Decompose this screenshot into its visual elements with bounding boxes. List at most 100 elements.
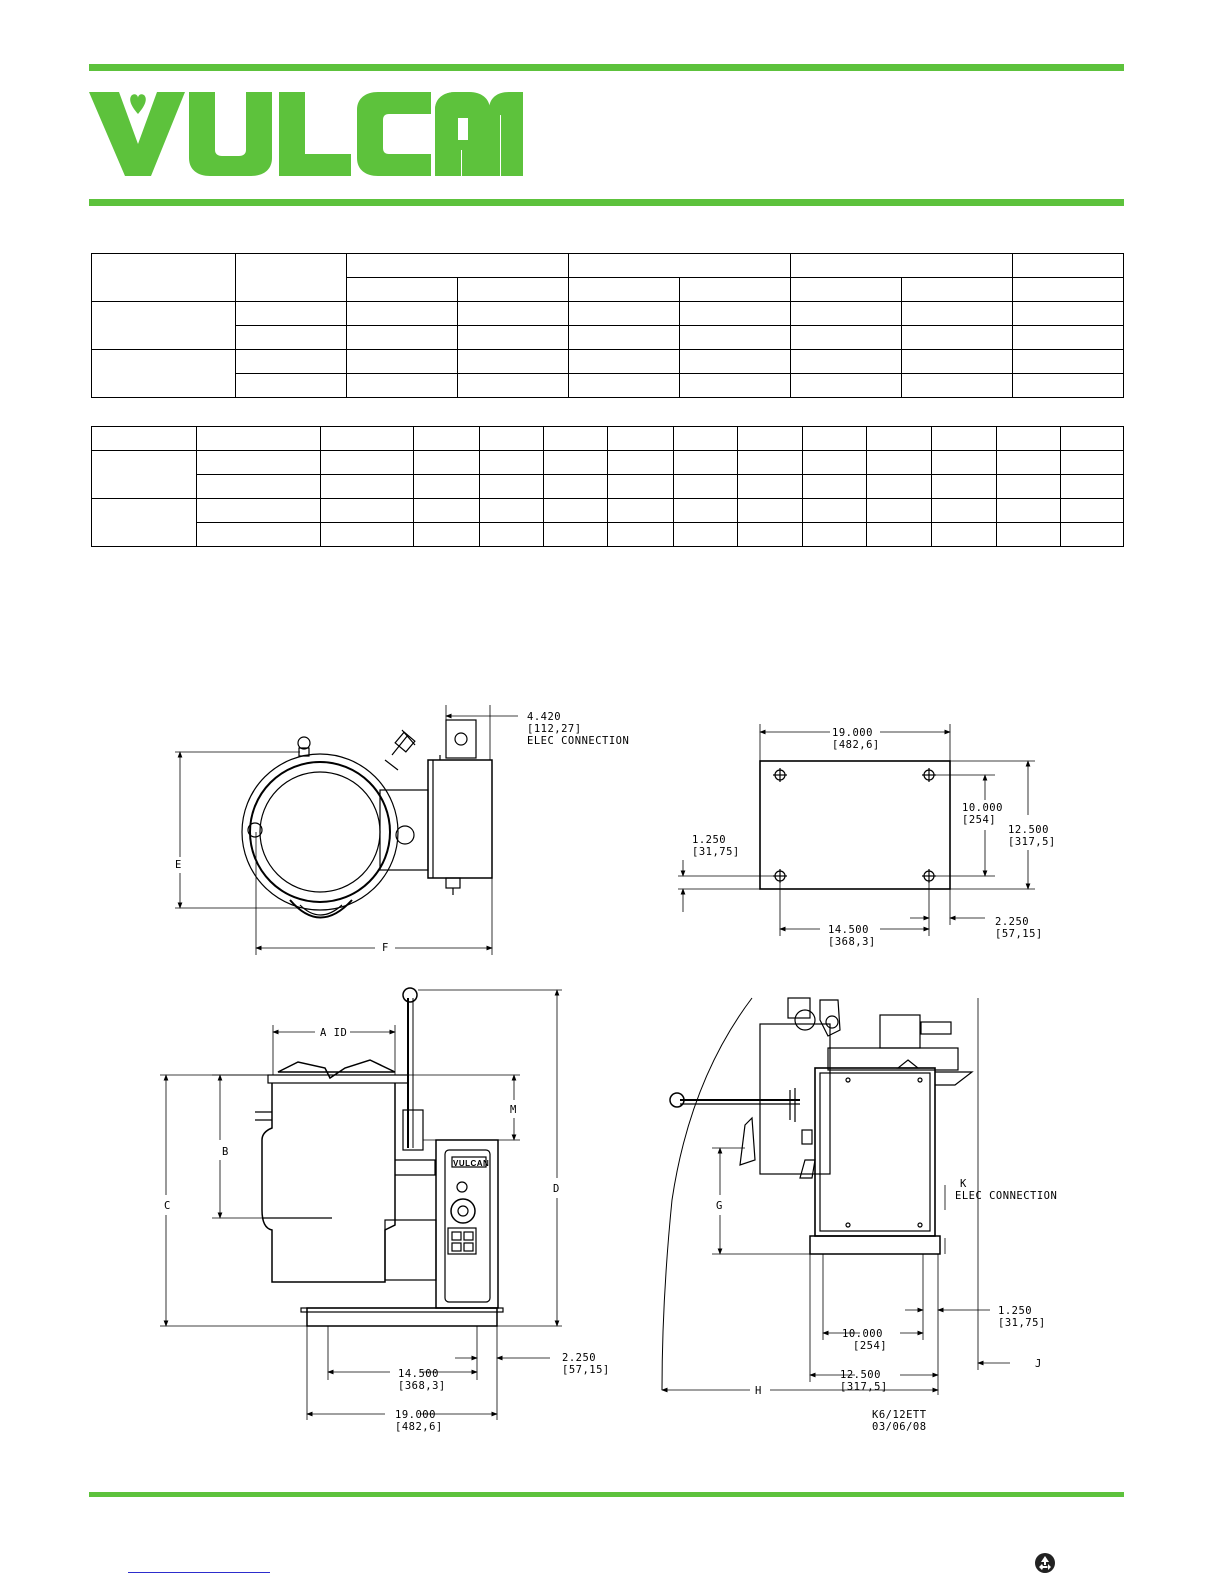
kettle-outer-ring xyxy=(241,753,399,911)
table-cell xyxy=(543,522,609,547)
dim-label-b: B xyxy=(222,1146,229,1158)
table-cell xyxy=(901,349,1013,374)
table-cell xyxy=(196,426,321,451)
table-cell xyxy=(736,426,803,451)
table-cell xyxy=(679,325,791,350)
table-cell xyxy=(866,522,933,547)
dim-label-a-id: A ID xyxy=(320,1027,347,1039)
side-front-offset-dim: 1.250 xyxy=(998,1305,1032,1317)
table-cell xyxy=(412,474,481,499)
base-plate-front xyxy=(306,1307,498,1327)
table-cell xyxy=(679,301,791,326)
dim-label-d: D xyxy=(553,1183,560,1195)
table-cell xyxy=(235,253,347,302)
control-box xyxy=(427,759,493,879)
table-cell xyxy=(1012,349,1124,374)
tilt-handle-knob xyxy=(402,987,418,1003)
table-cell xyxy=(901,277,1013,302)
table-cell xyxy=(412,498,481,523)
table-cell xyxy=(607,522,674,547)
table-row xyxy=(92,522,1125,547)
table-cell xyxy=(346,325,458,350)
table-cell xyxy=(412,450,481,475)
footprint-front-offset-dim: 1.250 xyxy=(692,834,726,846)
table-cell xyxy=(995,522,1061,547)
recycle-icon xyxy=(1035,1553,1055,1573)
table-cell xyxy=(91,301,236,350)
dim-label-c: C xyxy=(164,1200,171,1212)
side-inner-depth-dim: 10.000 xyxy=(842,1328,883,1340)
table-row xyxy=(91,349,1124,398)
front-leg-span-dim: 14.500 xyxy=(398,1368,439,1380)
table-cell xyxy=(790,253,1013,278)
table-row xyxy=(91,301,1124,350)
table-row xyxy=(92,373,1124,398)
table-cell xyxy=(90,450,198,499)
table-cell xyxy=(346,277,458,302)
front-view xyxy=(160,987,562,1420)
top-view xyxy=(175,705,518,955)
table-cell xyxy=(91,253,236,302)
table-cell xyxy=(679,373,791,398)
table-cell xyxy=(901,373,1013,398)
footprint-inner-depth-dim: 10.000 xyxy=(962,802,1003,814)
front-leg-span-dim-mm: [368,3] xyxy=(398,1380,446,1392)
table-cell xyxy=(672,426,738,451)
side-elec-label: ELEC CONNECTION xyxy=(955,1190,1057,1202)
table-cell xyxy=(736,522,803,547)
side-view xyxy=(661,997,1010,1395)
front-width-dim: 19.000 xyxy=(395,1409,436,1421)
footprint-depth-dim: 12.500 xyxy=(1008,824,1049,836)
footprint-width-dim: 19.000 xyxy=(832,727,873,739)
dim-label-j: J xyxy=(1035,1358,1042,1370)
footprint-width-dim-mm: [482,6] xyxy=(832,739,880,751)
table-cell xyxy=(801,474,868,499)
table-cell xyxy=(235,373,347,398)
footprint-side-offset-dim-mm: [57,15] xyxy=(995,928,1043,940)
header-rule-top xyxy=(89,64,1124,71)
table-cell xyxy=(568,373,680,398)
top-view-elec-dim: 4.420 xyxy=(527,711,561,723)
top-view-elec-dim-mm: [112,27] xyxy=(527,723,582,735)
switch-panel xyxy=(447,1227,477,1255)
drawing-id: K6/12ETT xyxy=(872,1409,927,1421)
table-cell xyxy=(1012,373,1124,398)
table-cell xyxy=(543,450,609,475)
table-cell xyxy=(931,474,997,499)
table-cell xyxy=(235,301,347,326)
spec-table-electrical xyxy=(91,253,1124,398)
table-cell xyxy=(346,301,458,326)
top-view-elec-label: ELEC CONNECTION xyxy=(527,735,629,747)
footprint-leg-span-dim: 14.500 xyxy=(828,924,869,936)
vulcan-logo xyxy=(89,91,523,176)
base-plate xyxy=(759,760,951,890)
table-cell xyxy=(319,426,414,451)
dim-label-f: F xyxy=(382,942,389,954)
table-cell xyxy=(1012,301,1124,326)
dim-label-g: G xyxy=(716,1200,723,1212)
side-depth-dim: 12.500 xyxy=(840,1369,881,1381)
table-cell xyxy=(901,301,1013,326)
tilt-arc xyxy=(661,997,753,1391)
table-cell xyxy=(866,426,933,451)
table-cell xyxy=(543,426,609,451)
front-side-offset-dim-mm: [57,15] xyxy=(562,1364,610,1376)
footprint-view xyxy=(678,724,1035,936)
kettle-lid xyxy=(277,1059,396,1080)
table-cell xyxy=(479,522,545,547)
temperature-dial xyxy=(450,1198,476,1224)
table-cell xyxy=(790,277,902,302)
table-cell xyxy=(679,349,791,374)
table-row xyxy=(90,426,1125,451)
kettle-opening xyxy=(259,771,381,893)
table-cell xyxy=(196,522,321,547)
dim-label-h: H xyxy=(755,1385,762,1397)
kettle-body xyxy=(261,1083,396,1283)
side-front-offset-dim-mm: [31,75] xyxy=(998,1317,1046,1329)
footer-link-underline[interactable] xyxy=(128,1572,270,1573)
table-cell xyxy=(672,522,738,547)
table-cell xyxy=(672,498,738,523)
footprint-front-offset-dim-mm: [31,75] xyxy=(692,846,740,858)
table-cell xyxy=(196,450,321,475)
table-cell xyxy=(412,522,481,547)
